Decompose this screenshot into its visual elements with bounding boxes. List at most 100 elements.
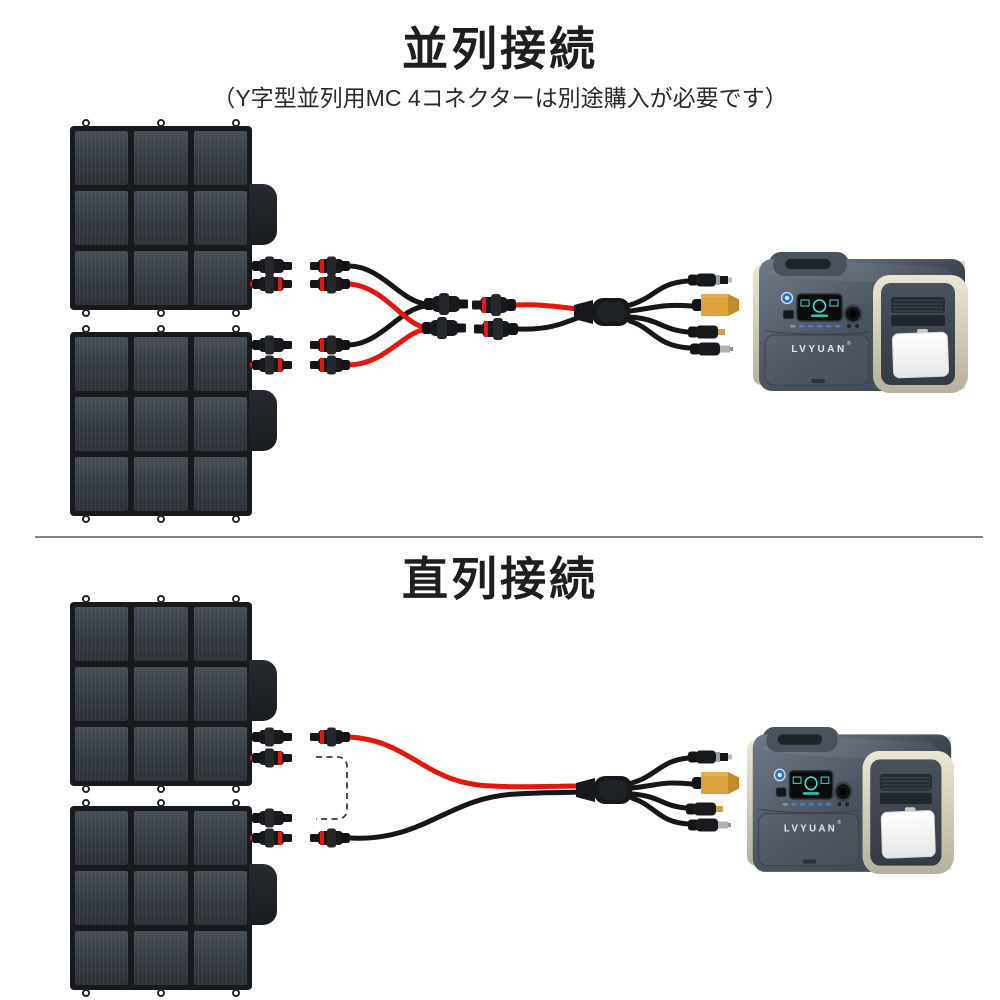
station-door-notch — [802, 859, 817, 864]
panel-tab — [157, 989, 165, 997]
panel-tab — [157, 309, 165, 317]
panel-tab — [231, 309, 240, 317]
power-station: LVYUAN ® — [747, 727, 954, 874]
panel-cell — [193, 191, 247, 245]
mc4-connector-icon — [252, 748, 292, 768]
panel-tab — [82, 785, 91, 793]
parallel-wiring — [250, 256, 739, 375]
display-status-bar — [811, 314, 828, 317]
station-power-button-dot — [785, 296, 789, 300]
cable-black — [627, 314, 691, 335]
station-input-port — [782, 309, 795, 320]
dc-plug-icon — [686, 802, 723, 816]
cable-black — [347, 263, 429, 307]
panel-tab — [157, 595, 165, 603]
y-branch-connector-icon — [474, 318, 518, 340]
display-status-bar — [802, 792, 820, 795]
panel-cell — [193, 811, 247, 865]
y-branch-connector-icon — [422, 317, 466, 339]
display-battery-dial — [812, 299, 827, 313]
station-seam — [764, 330, 870, 335]
station-dc-socket-hole — [839, 788, 847, 796]
panel-cell — [134, 191, 188, 245]
station-handle-hole — [777, 734, 823, 745]
panel-cell — [193, 457, 247, 511]
dc-plug-icon — [688, 273, 732, 287]
panel-cell — [75, 727, 129, 781]
panel-tab — [231, 325, 240, 333]
station-vent-slats — [893, 299, 943, 312]
panel-cell — [193, 251, 247, 305]
station-small-button — [847, 324, 851, 328]
solar-panel-a — [70, 119, 277, 317]
panel-grid — [75, 131, 247, 305]
panel-cell — [193, 871, 247, 925]
dc-plug-icon — [690, 342, 733, 356]
solar-panel-c — [70, 595, 277, 793]
station-dc-socket-hole — [849, 310, 857, 318]
station-seam — [758, 808, 859, 814]
display-right-readout — [829, 299, 839, 307]
mc4-connector-icon — [252, 335, 292, 355]
mc4-connector-icon — [252, 256, 292, 276]
panel-pocket — [249, 864, 277, 925]
panel-cell — [134, 251, 188, 305]
display-right-readout — [820, 776, 830, 784]
series-link-dashed-path — [316, 756, 348, 820]
panel-cell — [75, 811, 129, 865]
mc4-connector-icon — [252, 355, 292, 375]
panel-cell — [193, 931, 247, 985]
station-display — [788, 770, 834, 800]
dc-plug-icon — [688, 750, 732, 764]
panel-cell — [134, 607, 188, 661]
station-side-recess — [891, 315, 945, 326]
panel-cell — [134, 931, 188, 985]
panel-pocket — [249, 184, 277, 245]
panel-cell — [134, 727, 188, 781]
station-usb-indicators — [782, 803, 832, 806]
cable-black — [627, 278, 691, 308]
display-left-readout — [800, 299, 810, 307]
panel-tab — [231, 595, 240, 603]
panel-tab — [231, 119, 240, 127]
cable-black — [629, 795, 691, 827]
panel-cell — [75, 397, 129, 451]
panel-cell — [75, 131, 129, 185]
mc4-connector-icon — [252, 808, 292, 828]
parallel-title: 並列接続 — [402, 23, 598, 75]
panel-cell — [193, 337, 247, 391]
panel-pocket — [249, 390, 277, 451]
mc4-connector-icon — [310, 355, 350, 375]
panel-tab — [157, 325, 165, 333]
mc4-connector-icon — [310, 274, 350, 294]
station-vent-slats — [881, 776, 930, 790]
xt60-connector-icon — [692, 772, 739, 794]
station-brand-logo: LVYUAN — [784, 823, 837, 834]
y-branch-connector-icon — [424, 293, 468, 315]
panel-cell — [75, 457, 129, 511]
station-side-latch — [904, 807, 916, 812]
panel-cell — [75, 251, 129, 305]
station-input-port — [775, 787, 787, 798]
station-handle-hole — [785, 259, 831, 269]
panel-cell — [134, 131, 188, 185]
panel-tab — [157, 785, 165, 793]
station-usb-indicators — [790, 325, 841, 328]
cable-red — [513, 302, 581, 312]
cable-black — [627, 302, 695, 314]
station-door — [758, 813, 860, 867]
panel-tab — [82, 989, 91, 997]
dc-plug-icon — [688, 818, 731, 832]
mc4-connector-icon — [252, 727, 292, 747]
solar-panel-b — [70, 325, 277, 523]
y-splitter-block-icon — [574, 298, 630, 326]
panel-cell — [134, 667, 188, 721]
cable-black — [627, 318, 693, 351]
panel-grid — [75, 811, 247, 985]
mc4-connector-icon — [310, 335, 350, 355]
series-wiring — [250, 727, 739, 848]
station-side-latch — [917, 329, 928, 333]
cable-black — [347, 789, 581, 841]
